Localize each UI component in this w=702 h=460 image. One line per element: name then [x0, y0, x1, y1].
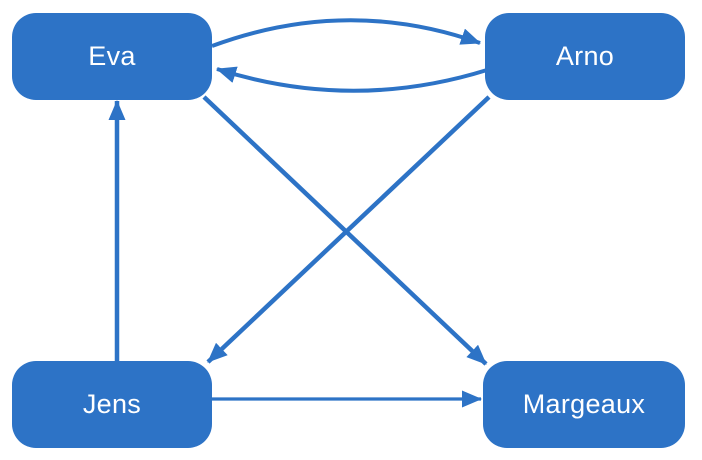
- edge-arno-to-jens: [206, 95, 491, 364]
- node-margeaux: Margeaux: [483, 361, 685, 448]
- edge-arno-to-eva: [216, 66, 488, 93]
- node-jens-label: Jens: [82, 389, 142, 419]
- node-eva: Eva: [12, 13, 212, 100]
- node-margeaux-label: Margeaux: [522, 389, 646, 419]
- node-jens: Jens: [12, 361, 212, 448]
- node-eva-label: Eva: [88, 41, 136, 71]
- edge-eva-to-arno: [211, 18, 481, 48]
- node-arno: Arno: [485, 13, 685, 100]
- node-arno-label: Arno: [555, 41, 615, 71]
